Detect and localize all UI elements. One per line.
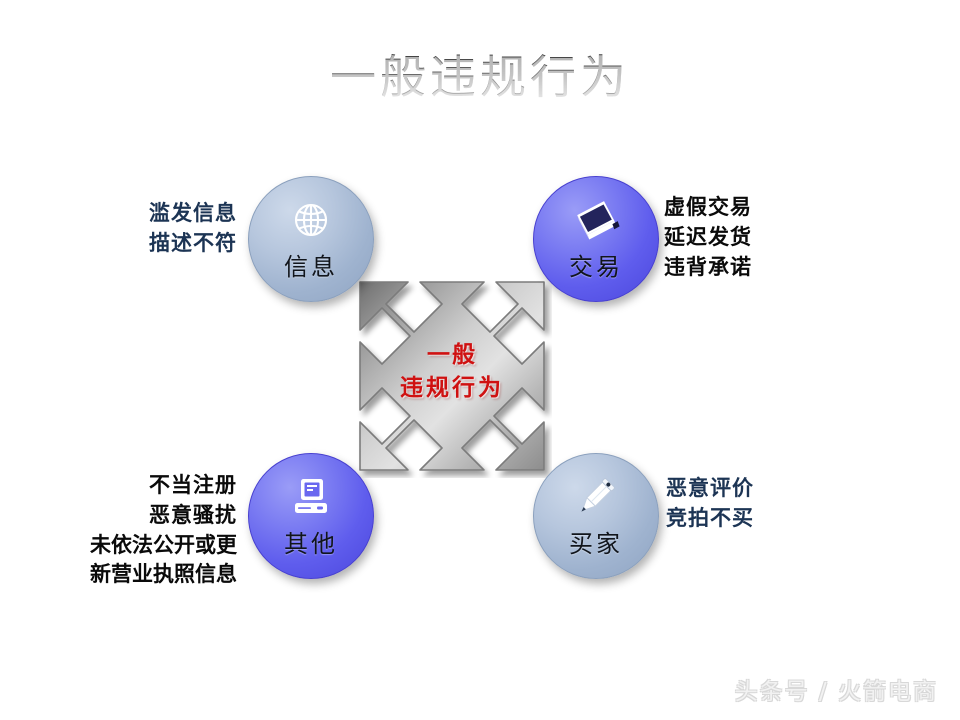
node-other[interactable]: 其他 bbox=[248, 453, 374, 579]
book-icon bbox=[570, 197, 622, 243]
center-arrow-shape: 一般 违规行为 bbox=[352, 274, 552, 478]
node-info[interactable]: 信息 bbox=[248, 176, 374, 302]
label-buyer-line2: 竞拍不买 bbox=[666, 504, 754, 530]
label-info: 滥发信息 描述不符 bbox=[149, 198, 237, 258]
label-trade-line3: 违背承诺 bbox=[664, 253, 752, 279]
page-title: 一般违规行为 bbox=[0, 52, 960, 103]
label-other: 不当注册 恶意骚扰 未依法公开或更 新营业执照信息 bbox=[90, 470, 237, 589]
label-buyer-line1: 恶意评价 bbox=[666, 475, 754, 500]
label-other-line2: 恶意骚扰 bbox=[149, 501, 237, 527]
label-other-line4: 新营业执照信息 bbox=[90, 561, 237, 587]
label-trade: 虚假交易 延迟发货 违背承诺 bbox=[664, 192, 752, 281]
pen-icon bbox=[570, 474, 622, 520]
label-info-line2: 描述不符 bbox=[149, 229, 237, 255]
node-trade[interactable]: 交易 bbox=[533, 176, 659, 302]
label-trade-line2: 延迟发货 bbox=[664, 223, 752, 249]
label-other-line3: 未依法公开或更 bbox=[90, 531, 237, 557]
label-buyer: 恶意评价 竞拍不买 bbox=[666, 473, 754, 533]
node-info-caption: 信息 bbox=[284, 252, 338, 281]
label-trade-line1: 虚假交易 bbox=[664, 194, 752, 219]
node-buyer-caption: 买家 bbox=[569, 529, 623, 558]
watermark: 头条号 / 火箭电商 bbox=[734, 679, 938, 705]
computer-icon bbox=[285, 474, 337, 520]
node-buyer[interactable]: 买家 bbox=[533, 453, 659, 579]
label-other-line1: 不当注册 bbox=[149, 472, 237, 497]
label-info-line1: 滥发信息 bbox=[149, 200, 237, 225]
globe-icon bbox=[285, 197, 337, 243]
node-trade-caption: 交易 bbox=[569, 252, 623, 281]
node-other-caption: 其他 bbox=[284, 529, 338, 558]
